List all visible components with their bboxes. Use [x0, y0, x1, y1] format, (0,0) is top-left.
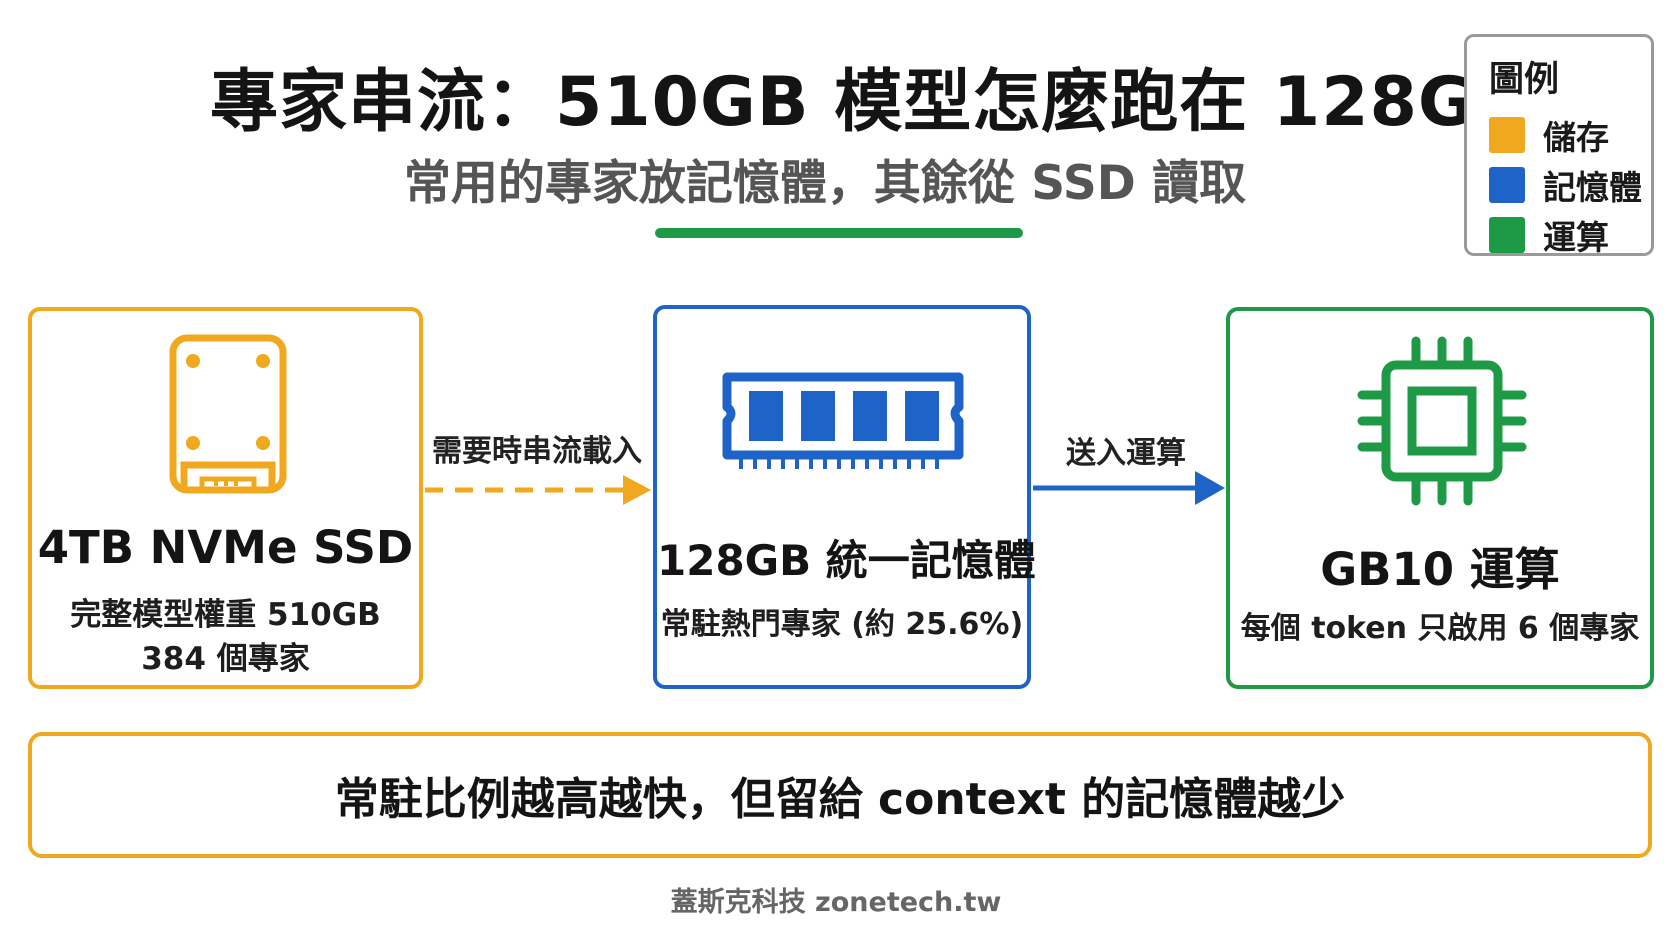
legend-label-storage: 儲存 — [1543, 118, 1609, 157]
legend-item-storage: 儲存 — [1489, 115, 1609, 157]
legend-swatch-storage — [1489, 117, 1525, 153]
title-underline — [655, 228, 1023, 238]
dashed-arrow-storage-to-memory — [425, 475, 651, 505]
chip-icon — [1357, 336, 1527, 506]
compute-title: GB10 運算 — [1320, 543, 1560, 596]
memory-resident-experts: 常駐熱門專家 (約 25.6%) — [660, 607, 1024, 642]
ram-module-icon — [722, 372, 964, 469]
legend-swatch-compute — [1489, 217, 1525, 253]
storage-box: 4TB NVMe SSD 完整模型權重 510GB 384 個專家 — [28, 307, 423, 689]
footer-credit: 蓋斯克科技 zonetech.tw — [670, 887, 1002, 918]
storage-experts: 384 個專家 — [141, 641, 310, 677]
memory-title: 128GB 統一記憶體 — [657, 536, 1036, 585]
page-title: 專家串流：510GB 模型怎麼跑在 128GB 上 — [210, 63, 1622, 142]
page-subtitle: 常用的專家放記憶體，其餘從 SSD 讀取 — [403, 156, 1247, 211]
legend-item-compute: 運算 — [1489, 215, 1609, 257]
arrow-label-stream-load: 需要時串流載入 — [432, 434, 642, 469]
compute-box: GB10 運算 每個 token 只啟用 6 個專家 — [1226, 307, 1654, 689]
legend-title: 圖例 — [1489, 60, 1560, 100]
legend: 圖例 儲存 記憶體 運算 — [1464, 34, 1654, 257]
legend-swatch-memory — [1489, 167, 1525, 203]
ssd-icon — [169, 334, 287, 494]
legend-item-memory: 記憶體 — [1489, 165, 1642, 207]
legend-label-memory: 記憶體 — [1543, 168, 1642, 207]
compute-active-experts: 每個 token 只啟用 6 個專家 — [1240, 611, 1640, 646]
storage-title: 4TB NVMe SSD — [37, 521, 414, 574]
tradeoff-note: 常駐比例越高越快，但留給 context 的記憶體越少 — [28, 732, 1652, 858]
storage-weights: 完整模型權重 510GB — [70, 597, 381, 633]
legend-label-compute: 運算 — [1543, 218, 1609, 257]
memory-box: 128GB 統一記憶體 常駐熱門專家 (約 25.6%) — [653, 305, 1036, 689]
solid-arrow-memory-to-compute — [1033, 471, 1225, 505]
arrow-label-send-compute: 送入運算 — [1066, 436, 1186, 471]
